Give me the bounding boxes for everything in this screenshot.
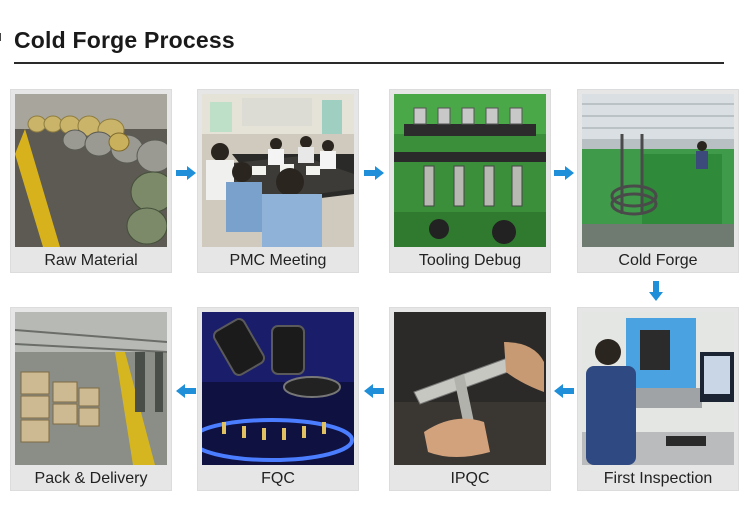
- step-label: FQC: [261, 470, 295, 487]
- pmc-meeting-photo: [202, 94, 354, 247]
- arrow-right-icon: [554, 166, 574, 180]
- tooling-debug-photo: [394, 94, 546, 247]
- arrow-right-icon: [176, 166, 196, 180]
- step-label: Tooling Debug: [418, 252, 522, 269]
- step-card-first-inspection: First Inspection: [577, 307, 739, 491]
- ipqc-photo: [394, 312, 546, 465]
- cold-forge-photo: [582, 94, 734, 247]
- step-card-fqc: FQC: [197, 307, 359, 491]
- first-inspection-photo: [582, 312, 734, 465]
- pack-delivery-photo: [15, 312, 167, 465]
- arrow-left-icon: [554, 384, 574, 398]
- arrow-right-icon: [364, 166, 384, 180]
- arrow-left-icon: [364, 384, 384, 398]
- title-divider: [14, 62, 724, 64]
- page-title: Cold Forge Process: [14, 27, 235, 53]
- step-label: PMC Meeting: [229, 252, 327, 269]
- step-card-ipqc: IPQC: [389, 307, 551, 491]
- step-card-pmc-meeting: PMC Meeting: [197, 89, 359, 273]
- title-accent-mark: [0, 33, 3, 41]
- arrow-left-icon: [176, 384, 196, 398]
- step-card-cold-forge: Cold Forge: [577, 89, 739, 273]
- raw-material-photo: [15, 94, 167, 247]
- arrow-down-icon: [649, 281, 663, 301]
- step-label: Pack & Delivery: [34, 470, 148, 487]
- step-card-raw-material: Raw Material: [10, 89, 172, 273]
- step-card-tooling-debug: Tooling Debug: [389, 89, 551, 273]
- step-card-pack-delivery: Pack & Delivery: [10, 307, 172, 491]
- fqc-photo: [202, 312, 354, 465]
- step-label: IPQC: [450, 470, 490, 487]
- step-label: Raw Material: [44, 252, 138, 269]
- step-label: Cold Forge: [618, 252, 698, 269]
- step-label: First Inspection: [603, 470, 713, 487]
